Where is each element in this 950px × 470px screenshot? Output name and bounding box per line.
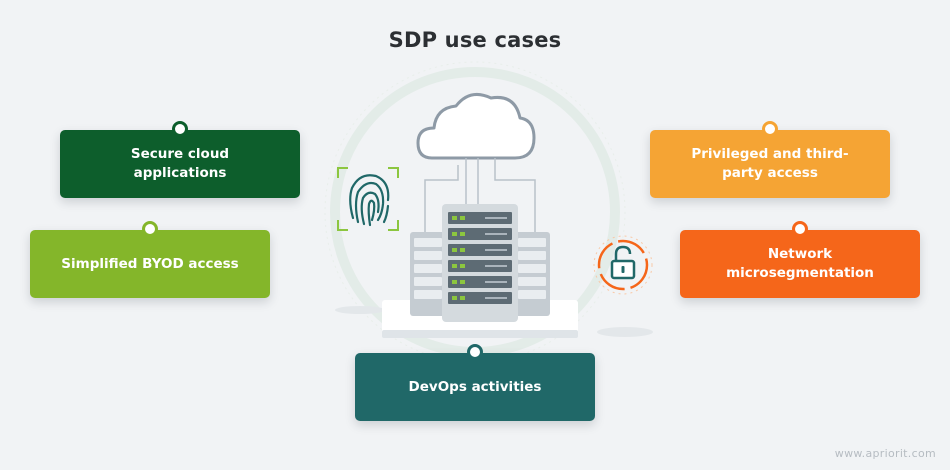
use-case-label: Privileged and third-party access — [691, 146, 849, 181]
use-case-network-microsegmentation: Network microsegmentation — [680, 221, 920, 298]
cloud-icon — [416, 92, 536, 160]
padlock-icon — [593, 235, 653, 295]
connector-dot — [467, 344, 483, 360]
connector-dot — [142, 221, 158, 237]
diagram-title: SDP use cases — [388, 28, 562, 52]
use-case-privileged-third-party-access: Privileged and third-party access — [650, 121, 890, 198]
network-wires — [424, 158, 536, 235]
use-case-label: Network microsegmentation — [726, 246, 874, 281]
fingerprint-icon — [337, 167, 399, 231]
use-case-simplified-byod-access: Simplified BYOD access — [30, 221, 270, 298]
watermark: www.apriorit.com — [834, 447, 936, 460]
shadow-right — [597, 327, 653, 337]
use-case-label: Simplified BYOD access — [61, 255, 239, 272]
use-case-label: DevOps activities — [408, 378, 542, 395]
connector-dot — [762, 121, 778, 137]
connector-dot — [792, 221, 808, 237]
shadow-left — [335, 306, 385, 314]
server-rack-icon — [410, 204, 550, 322]
use-case-secure-cloud-applications: Secure cloud applications — [60, 121, 300, 198]
use-case-devops-activities: DevOps activities — [355, 344, 595, 421]
use-case-label: Secure cloud applications — [130, 146, 230, 181]
connector-dot — [172, 121, 188, 137]
